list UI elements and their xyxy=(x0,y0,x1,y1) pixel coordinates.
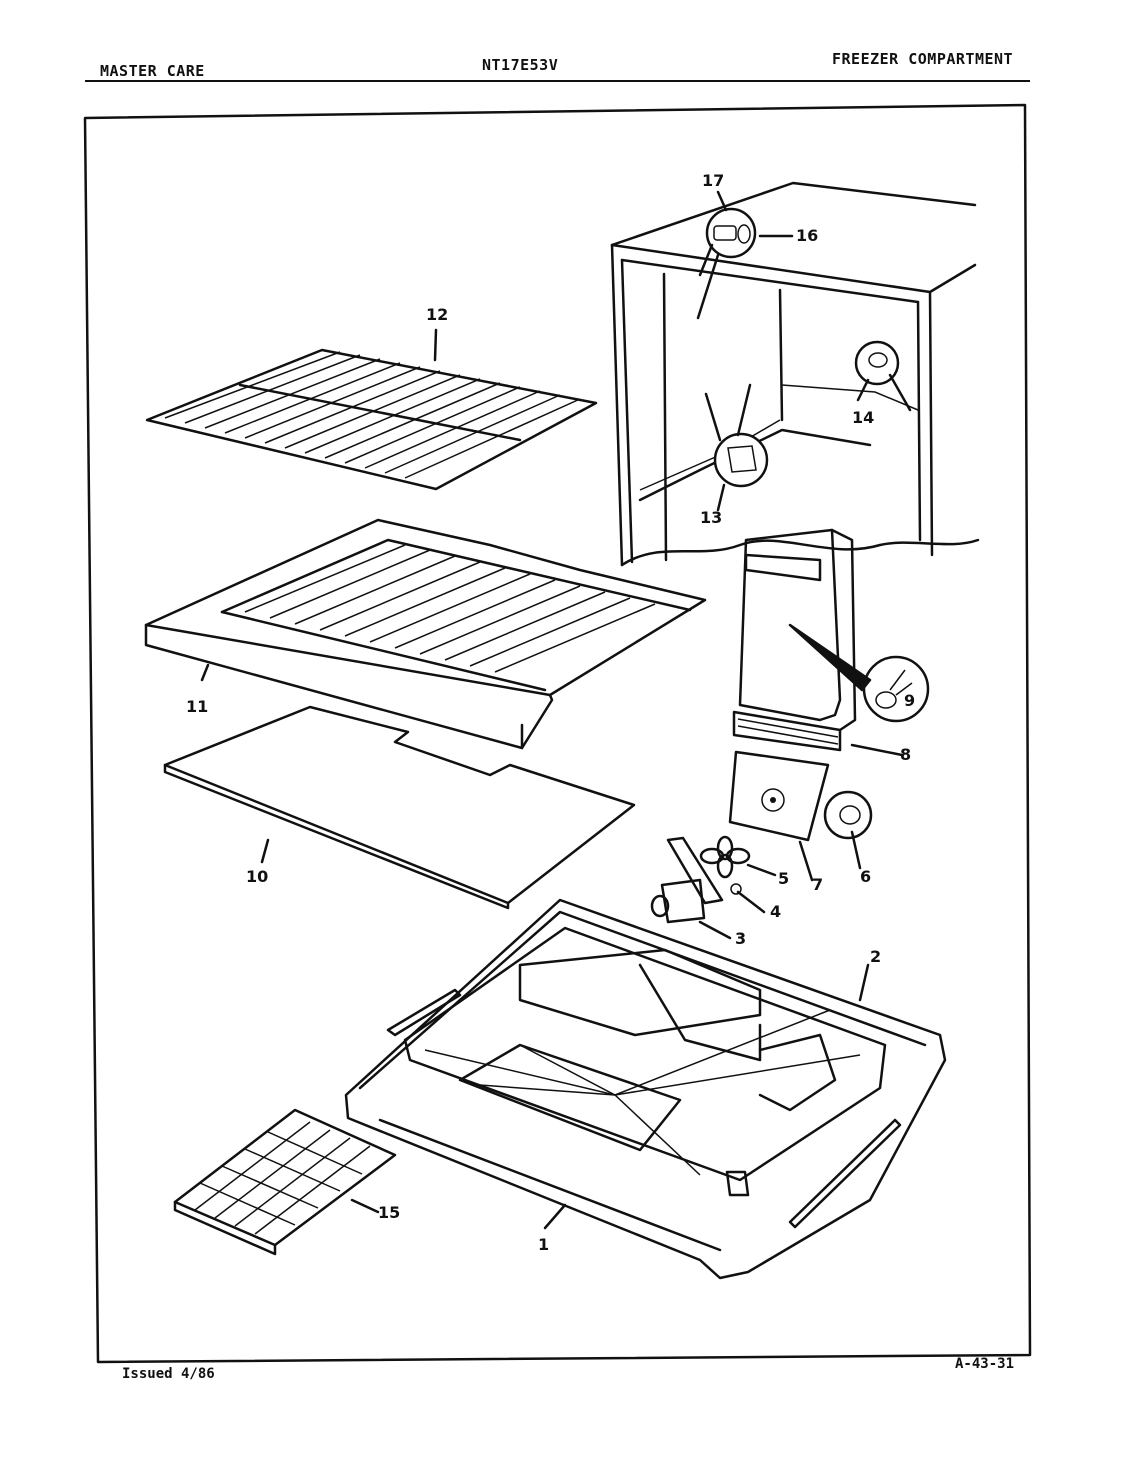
glass-panel xyxy=(163,705,636,910)
brand-label: MASTER CARE xyxy=(100,62,205,80)
air-duct xyxy=(732,528,857,752)
callout-8: 8 xyxy=(900,745,911,764)
callout-2: 2 xyxy=(870,947,881,966)
callout-10: 10 xyxy=(246,867,268,886)
diagram-frame xyxy=(83,103,1032,1364)
header-rule xyxy=(85,80,1030,82)
callout-leaders xyxy=(200,190,904,1230)
callout-3: 3 xyxy=(735,929,746,948)
part-17-bubble xyxy=(705,207,757,259)
callout-14: 14 xyxy=(852,408,874,427)
callout-5: 5 xyxy=(778,869,789,888)
part-14-bubble xyxy=(854,340,900,386)
callout-9: 9 xyxy=(904,691,915,710)
part-6-bubble xyxy=(823,790,873,840)
callout-1: 1 xyxy=(538,1235,549,1254)
callout-13: 13 xyxy=(700,508,722,527)
callout-17: 17 xyxy=(702,171,724,190)
callout-12: 12 xyxy=(426,305,448,324)
ice-cube-tray xyxy=(173,1108,397,1256)
fan-bracket xyxy=(728,750,830,842)
callout-11: 11 xyxy=(186,697,208,716)
freezer-floor xyxy=(344,898,947,1280)
model-number: NT17E53V xyxy=(482,56,559,74)
callout-16: 16 xyxy=(796,226,818,245)
freezer-cabinet xyxy=(610,181,980,567)
page-code: A-43-31 xyxy=(955,1356,1015,1372)
wire-shelf xyxy=(145,348,598,491)
fan-blade xyxy=(699,835,751,879)
callout-4: 4 xyxy=(770,902,781,921)
callout-7: 7 xyxy=(812,875,823,894)
callout-6: 6 xyxy=(860,867,871,886)
freezer-shelf xyxy=(144,518,707,750)
section-title: FREEZER COMPARTMENT xyxy=(832,50,1014,68)
part-13-bubble xyxy=(713,432,769,488)
fan-motor xyxy=(660,878,706,924)
callout-15: 15 xyxy=(378,1203,400,1222)
issued-date: Issued 4/86 xyxy=(122,1366,215,1382)
